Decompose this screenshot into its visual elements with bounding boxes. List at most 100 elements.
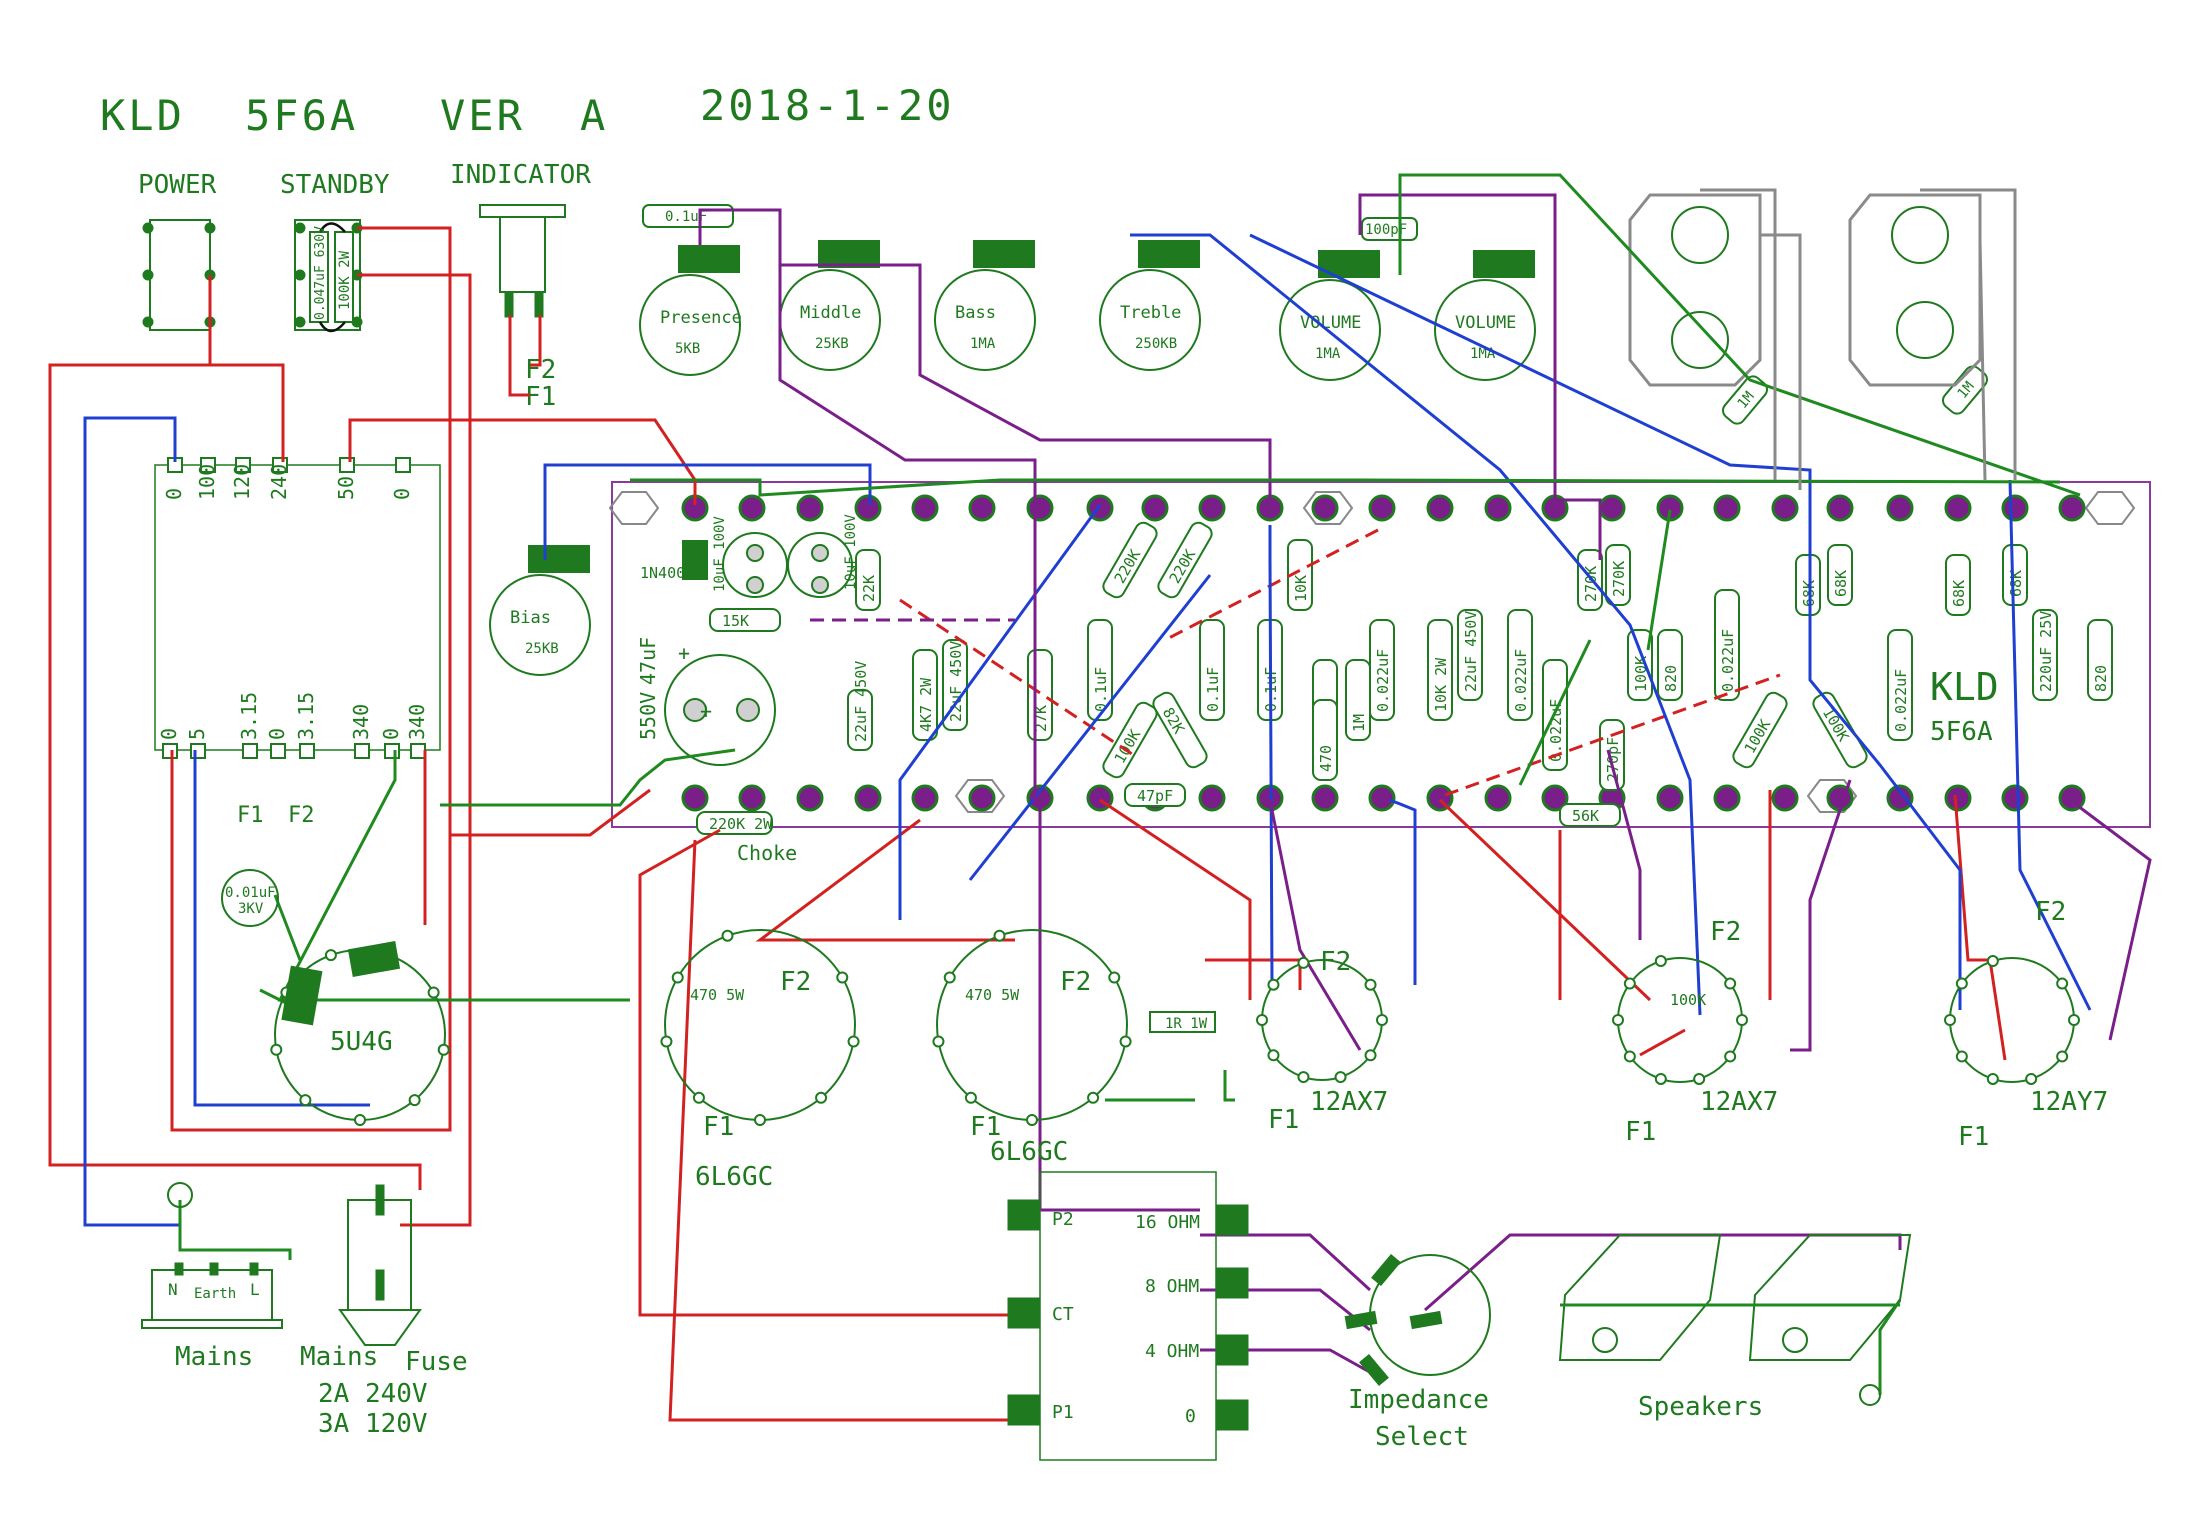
board-part-label: 22uF 450V [1462, 611, 1480, 692]
pad-bottom [1311, 784, 1339, 812]
pot-value: 25KB [815, 336, 849, 352]
standby-cap-label: 0.047uF 630V [313, 226, 328, 320]
tube-f1-label: F1 [703, 1112, 734, 1142]
board-part-label: 68K [2007, 570, 2025, 597]
pad-top [1771, 494, 1799, 522]
ot-ct: CT [1052, 1304, 1074, 1325]
power-switch-label: POWER [138, 170, 217, 200]
board-part-label: 4K7 2W [917, 677, 935, 732]
pad-bottom [854, 784, 882, 812]
mains-earth: Earth [194, 1286, 236, 1302]
turret-board [611, 481, 2151, 828]
ot-8ohm: 8 OHM [1145, 1276, 1199, 1297]
indicator-f1: F1 [525, 382, 556, 412]
tube-label: 100K [1670, 991, 1706, 1009]
board-part-label: 0.022uF [1374, 649, 1392, 712]
tube-label: 470 5W [690, 986, 745, 1004]
volume-cap-label: 100pF [1365, 222, 1407, 238]
cap-10uf-b: 10uF 100V [843, 514, 859, 590]
svg-text:+: + [678, 641, 690, 665]
pot-value: 250KB [1135, 336, 1177, 352]
tube-f2-label: F2 [780, 967, 811, 997]
title-version: VER [440, 91, 525, 140]
pt-secondary-tap: 5 [185, 728, 209, 740]
board-part-label: 470 [1317, 745, 1335, 772]
board-pads-bottom [681, 784, 2086, 812]
fuse-label-a: Mains [300, 1342, 378, 1372]
board-part-label: 22K [860, 575, 878, 602]
pad-top [1426, 494, 1454, 522]
pad-top [1598, 494, 1626, 522]
pt-secondary-tap: 0 [157, 728, 181, 740]
pt-secondary-tap: 3.15 [294, 692, 318, 740]
svg-text:+: + [700, 699, 712, 723]
pot-value: 1MA [1470, 346, 1496, 362]
tube-f1-label: F1 [1958, 1122, 1989, 1152]
pt-primary-tap: 0 [390, 488, 414, 500]
pt-secondary-tap: 0 [379, 728, 403, 740]
board-part-label: 22uF 450V [852, 661, 870, 742]
pad-top [1141, 494, 1169, 522]
cap-550v: 550V [636, 692, 660, 740]
pad-top [796, 494, 824, 522]
cap-10uf-a: 10uF 100V [712, 516, 728, 592]
pad-bottom [1944, 784, 1972, 812]
pad-bottom [911, 784, 939, 812]
diode-label: 1N4007 [640, 564, 694, 582]
board-part-label: 270pF [1604, 737, 1622, 782]
pad-top [1311, 494, 1339, 522]
board-part-label: 68K [1832, 570, 1850, 597]
title-variant: 5F6A [245, 91, 358, 140]
title-version-letter: A [580, 91, 608, 140]
title-date: 2018-1-20 [700, 81, 955, 130]
pad-bottom [1771, 784, 1799, 812]
indicator-label: INDICATOR [450, 160, 591, 190]
board-part-label: 22uF 450V [947, 641, 965, 722]
tube-socket [1612, 955, 1748, 1085]
pad-top [1886, 494, 1914, 522]
pot-name: VOLUME [1455, 313, 1516, 333]
board-part-label: 1M [1350, 714, 1368, 732]
pt-primary-tap: 120 [230, 464, 254, 500]
board-pads-top [681, 494, 2086, 522]
pot-volume[interactable]: VOLUME 1MA [1434, 250, 1536, 381]
board-part-label: 220K 2W [709, 815, 773, 833]
pad-bottom [738, 784, 766, 812]
pad-top [738, 494, 766, 522]
mains-l: L [250, 1280, 260, 1299]
pot-value: 5KB [675, 341, 700, 357]
pad-top [1944, 494, 1972, 522]
tube-label: 5U4G [330, 1027, 393, 1057]
pad-bottom [1656, 784, 1684, 812]
board-part-label: 10K [1292, 575, 1310, 602]
tube-label: 12AY7 [2030, 1087, 2108, 1117]
tube-f1-label: F1 [1268, 1105, 1299, 1135]
pad-top [1713, 494, 1741, 522]
cap-47uf: 47uF [636, 637, 660, 685]
choke-label: Choke [737, 841, 797, 865]
tube-socket [932, 929, 1132, 1126]
standby-switch[interactable]: 0.047uF 630V 100K 2W [294, 219, 363, 333]
tube-f2-label: F2 [1710, 917, 1741, 947]
board-brand: KLD [1930, 665, 1999, 709]
tube-label: 470 5W [965, 986, 1020, 1004]
impedance-selector[interactable] [1344, 1253, 1491, 1387]
pad-top [911, 494, 939, 522]
board-part-label: 0.022uF [1719, 629, 1737, 692]
board-part-label: 100K [1632, 656, 1650, 692]
pt-secondary-tap: 3.15 [237, 692, 261, 740]
pot-name: Bass [955, 303, 996, 323]
power-switch[interactable] [142, 219, 216, 331]
pt-primary-tap: 100 [195, 464, 219, 500]
tube-f1-label: F1 [1625, 1117, 1656, 1147]
pad-bottom [2058, 784, 2086, 812]
tube-socket [660, 929, 860, 1126]
